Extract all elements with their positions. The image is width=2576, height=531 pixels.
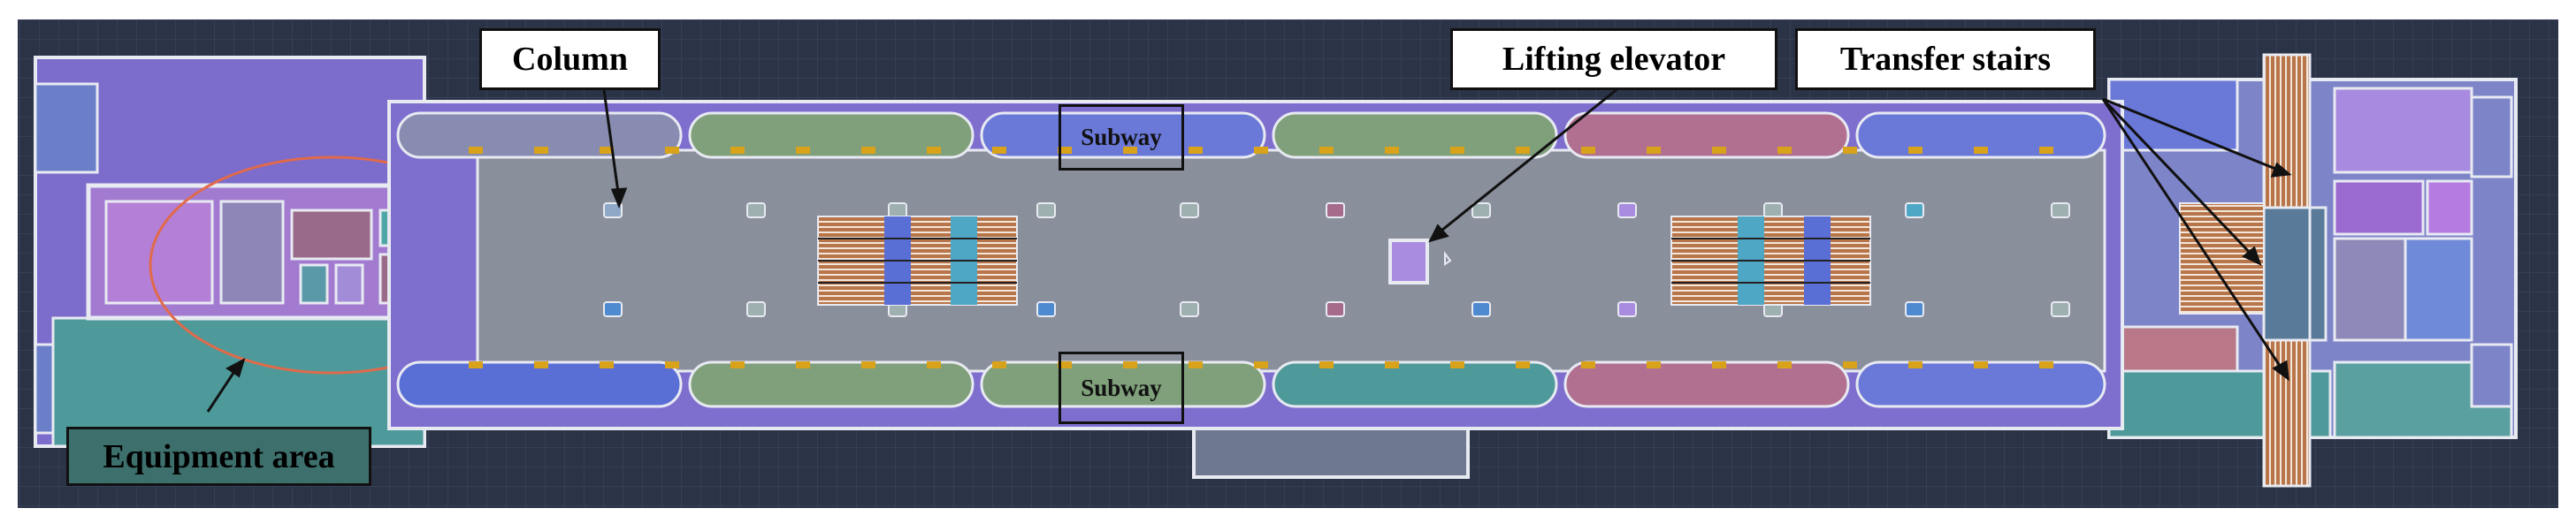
door-marker bbox=[861, 147, 875, 154]
column-marker bbox=[746, 202, 766, 218]
door-marker bbox=[730, 361, 745, 368]
column-marker bbox=[2051, 301, 2070, 317]
track-pods-bottom bbox=[396, 360, 2106, 408]
door-marker bbox=[1908, 361, 1922, 368]
door-marker bbox=[1254, 147, 1268, 154]
columns bbox=[603, 202, 2070, 317]
door-marker bbox=[600, 147, 614, 154]
door-marker bbox=[1647, 147, 1661, 154]
callout-equipment-area: Equipment area bbox=[66, 427, 371, 486]
door-marker bbox=[992, 361, 1006, 368]
column-marker bbox=[1036, 301, 1056, 317]
column-marker bbox=[746, 301, 766, 317]
door-marker bbox=[1581, 147, 1595, 154]
column-marker bbox=[1617, 202, 1637, 218]
door-marker bbox=[1319, 361, 1334, 368]
door-markers bbox=[469, 147, 2053, 368]
column-marker bbox=[1326, 202, 1345, 218]
door-marker bbox=[927, 361, 941, 368]
door-marker bbox=[1516, 147, 1530, 154]
column-marker bbox=[1905, 301, 1924, 317]
door-marker bbox=[1908, 147, 1922, 154]
lifting-elevator-shaft bbox=[1388, 239, 1429, 284]
column-marker bbox=[603, 301, 623, 317]
door-marker bbox=[730, 147, 745, 154]
leader-lines bbox=[206, 87, 2292, 413]
door-marker bbox=[1647, 361, 1661, 368]
door-marker bbox=[1843, 147, 1857, 154]
column-marker bbox=[1471, 202, 1491, 218]
door-marker bbox=[1516, 361, 1530, 368]
column-marker bbox=[1617, 301, 1637, 317]
door-marker bbox=[600, 361, 614, 368]
door-marker bbox=[2039, 361, 2053, 368]
column-marker bbox=[1180, 202, 1199, 218]
door-marker bbox=[1777, 361, 1792, 368]
subway-label-bottom: Subway bbox=[1059, 352, 1184, 424]
door-marker bbox=[665, 361, 679, 368]
door-marker bbox=[1058, 361, 1072, 368]
callout-transfer-stairs: Transfer stairs bbox=[1795, 28, 2096, 90]
door-marker bbox=[1123, 361, 1137, 368]
column-marker bbox=[1763, 202, 1783, 218]
door-marker bbox=[1581, 361, 1595, 368]
door-marker bbox=[1254, 361, 1268, 368]
door-marker bbox=[2039, 147, 2053, 154]
door-marker bbox=[1058, 147, 1072, 154]
column-marker bbox=[1036, 202, 1056, 218]
stair-group-west bbox=[817, 216, 1018, 306]
column-marker bbox=[1471, 301, 1491, 317]
door-marker bbox=[1712, 361, 1726, 368]
door-marker bbox=[1189, 147, 1203, 154]
door-marker bbox=[861, 361, 875, 368]
door-marker bbox=[1189, 361, 1203, 368]
door-marker bbox=[469, 147, 483, 154]
door-marker bbox=[1974, 147, 1988, 154]
door-marker bbox=[796, 147, 810, 154]
callout-column: Column bbox=[479, 28, 661, 90]
door-marker bbox=[469, 361, 483, 368]
door-marker bbox=[1385, 147, 1399, 154]
door-marker bbox=[534, 361, 548, 368]
east-equipment-block bbox=[2107, 53, 2518, 488]
subway-label-top: Subway bbox=[1059, 104, 1184, 171]
door-marker bbox=[1319, 147, 1334, 154]
stair-group-east bbox=[1670, 216, 1871, 306]
column-marker bbox=[2051, 202, 2070, 218]
track-pods-top bbox=[396, 111, 2106, 159]
door-marker bbox=[1712, 147, 1726, 154]
door-marker bbox=[992, 147, 1006, 154]
door-marker bbox=[927, 147, 941, 154]
door-marker bbox=[1123, 147, 1137, 154]
column-marker bbox=[1905, 202, 1924, 218]
door-marker bbox=[665, 147, 679, 154]
column-marker bbox=[603, 202, 623, 218]
door-marker bbox=[796, 361, 810, 368]
column-marker bbox=[1180, 301, 1199, 317]
door-marker bbox=[1385, 361, 1399, 368]
column-marker bbox=[888, 202, 907, 218]
column-marker bbox=[1326, 301, 1345, 317]
callout-lifting-elevator: Lifting elevator bbox=[1450, 28, 1777, 90]
door-marker bbox=[534, 147, 548, 154]
elevator-door-mark bbox=[1444, 251, 1452, 266]
door-marker bbox=[1974, 361, 1988, 368]
door-marker bbox=[1843, 361, 1857, 368]
door-marker bbox=[1450, 147, 1464, 154]
door-marker bbox=[1777, 147, 1792, 154]
door-marker bbox=[1450, 361, 1464, 368]
